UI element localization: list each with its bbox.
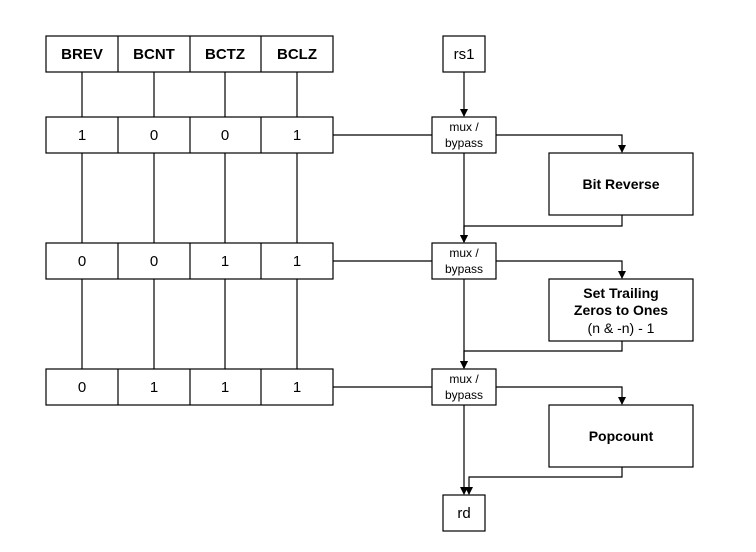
- mux-2-label-line2: bypass: [445, 262, 483, 276]
- row3-cell-bctz: 1: [221, 379, 229, 396]
- row3-cell-brev: 0: [78, 379, 86, 396]
- mux-3-label-line1: mux /: [449, 372, 479, 386]
- set-trailing-label-line2: Zeros to Ones: [574, 302, 668, 318]
- bit-reverse-block: Bit Reverse: [548, 152, 694, 216]
- row2-cell-brev: 0: [78, 253, 86, 270]
- control-row-2: 0 0 1 1: [45, 242, 334, 280]
- rs1-box: rs1: [442, 35, 486, 73]
- row1-cell-brev: 1: [78, 127, 86, 144]
- row2-cell-bctz: 1: [221, 253, 229, 270]
- header-bcnt: BCNT: [133, 46, 175, 63]
- mux-1-label-line2: bypass: [445, 136, 483, 150]
- row3-cell-bcnt: 1: [150, 379, 158, 396]
- rd-label: rd: [457, 505, 470, 522]
- row1-cell-bctz: 0: [221, 127, 229, 144]
- header-brev: BREV: [61, 46, 103, 63]
- rs1-label: rs1: [454, 46, 475, 63]
- mux-1-label-line1: mux /: [449, 120, 479, 134]
- row1-cell-bclz: 1: [293, 127, 301, 144]
- row1-cell-bcnt: 0: [150, 127, 158, 144]
- set-trailing-zeros-block: Set Trailing Zeros to Ones (n & -n) - 1: [548, 278, 694, 342]
- arrow-bit-reverse-to-mux2: [460, 215, 623, 243]
- mux-2: mux / bypass: [431, 242, 497, 280]
- popcount-label: Popcount: [589, 428, 654, 444]
- set-trailing-label-line1: Set Trailing: [583, 285, 658, 301]
- header-row: BREV BCNT BCTZ BCLZ: [45, 35, 334, 73]
- arrow-mux1-to-bit-reverse: [496, 134, 626, 153]
- arrow-mux2-to-set-trailing: [496, 260, 626, 279]
- set-trailing-formula: (n & -n) - 1: [588, 320, 655, 336]
- row2-cell-bcnt: 0: [150, 253, 158, 270]
- mux-3: mux / bypass: [431, 368, 497, 406]
- header-bclz: BCLZ: [277, 46, 317, 63]
- popcount-block: Popcount: [548, 404, 694, 468]
- row3-cell-bclz: 1: [293, 379, 301, 396]
- table-connector-lines: [81, 72, 298, 369]
- mux-2-label-line1: mux /: [449, 246, 479, 260]
- arrow-popcount-to-rd: [465, 467, 623, 495]
- arrow-set-trailing-to-mux3: [460, 341, 623, 369]
- arrow-mux3-to-popcount: [496, 386, 626, 405]
- control-row-3: 0 1 1 1: [45, 368, 334, 406]
- mux-3-label-line2: bypass: [445, 388, 483, 402]
- header-bctz: BCTZ: [205, 46, 245, 63]
- row2-cell-bclz: 1: [293, 253, 301, 270]
- rd-box: rd: [442, 494, 486, 532]
- control-row-1: 1 0 0 1: [45, 116, 334, 154]
- bit-reverse-label: Bit Reverse: [582, 176, 659, 192]
- mux-1: mux / bypass: [431, 116, 497, 154]
